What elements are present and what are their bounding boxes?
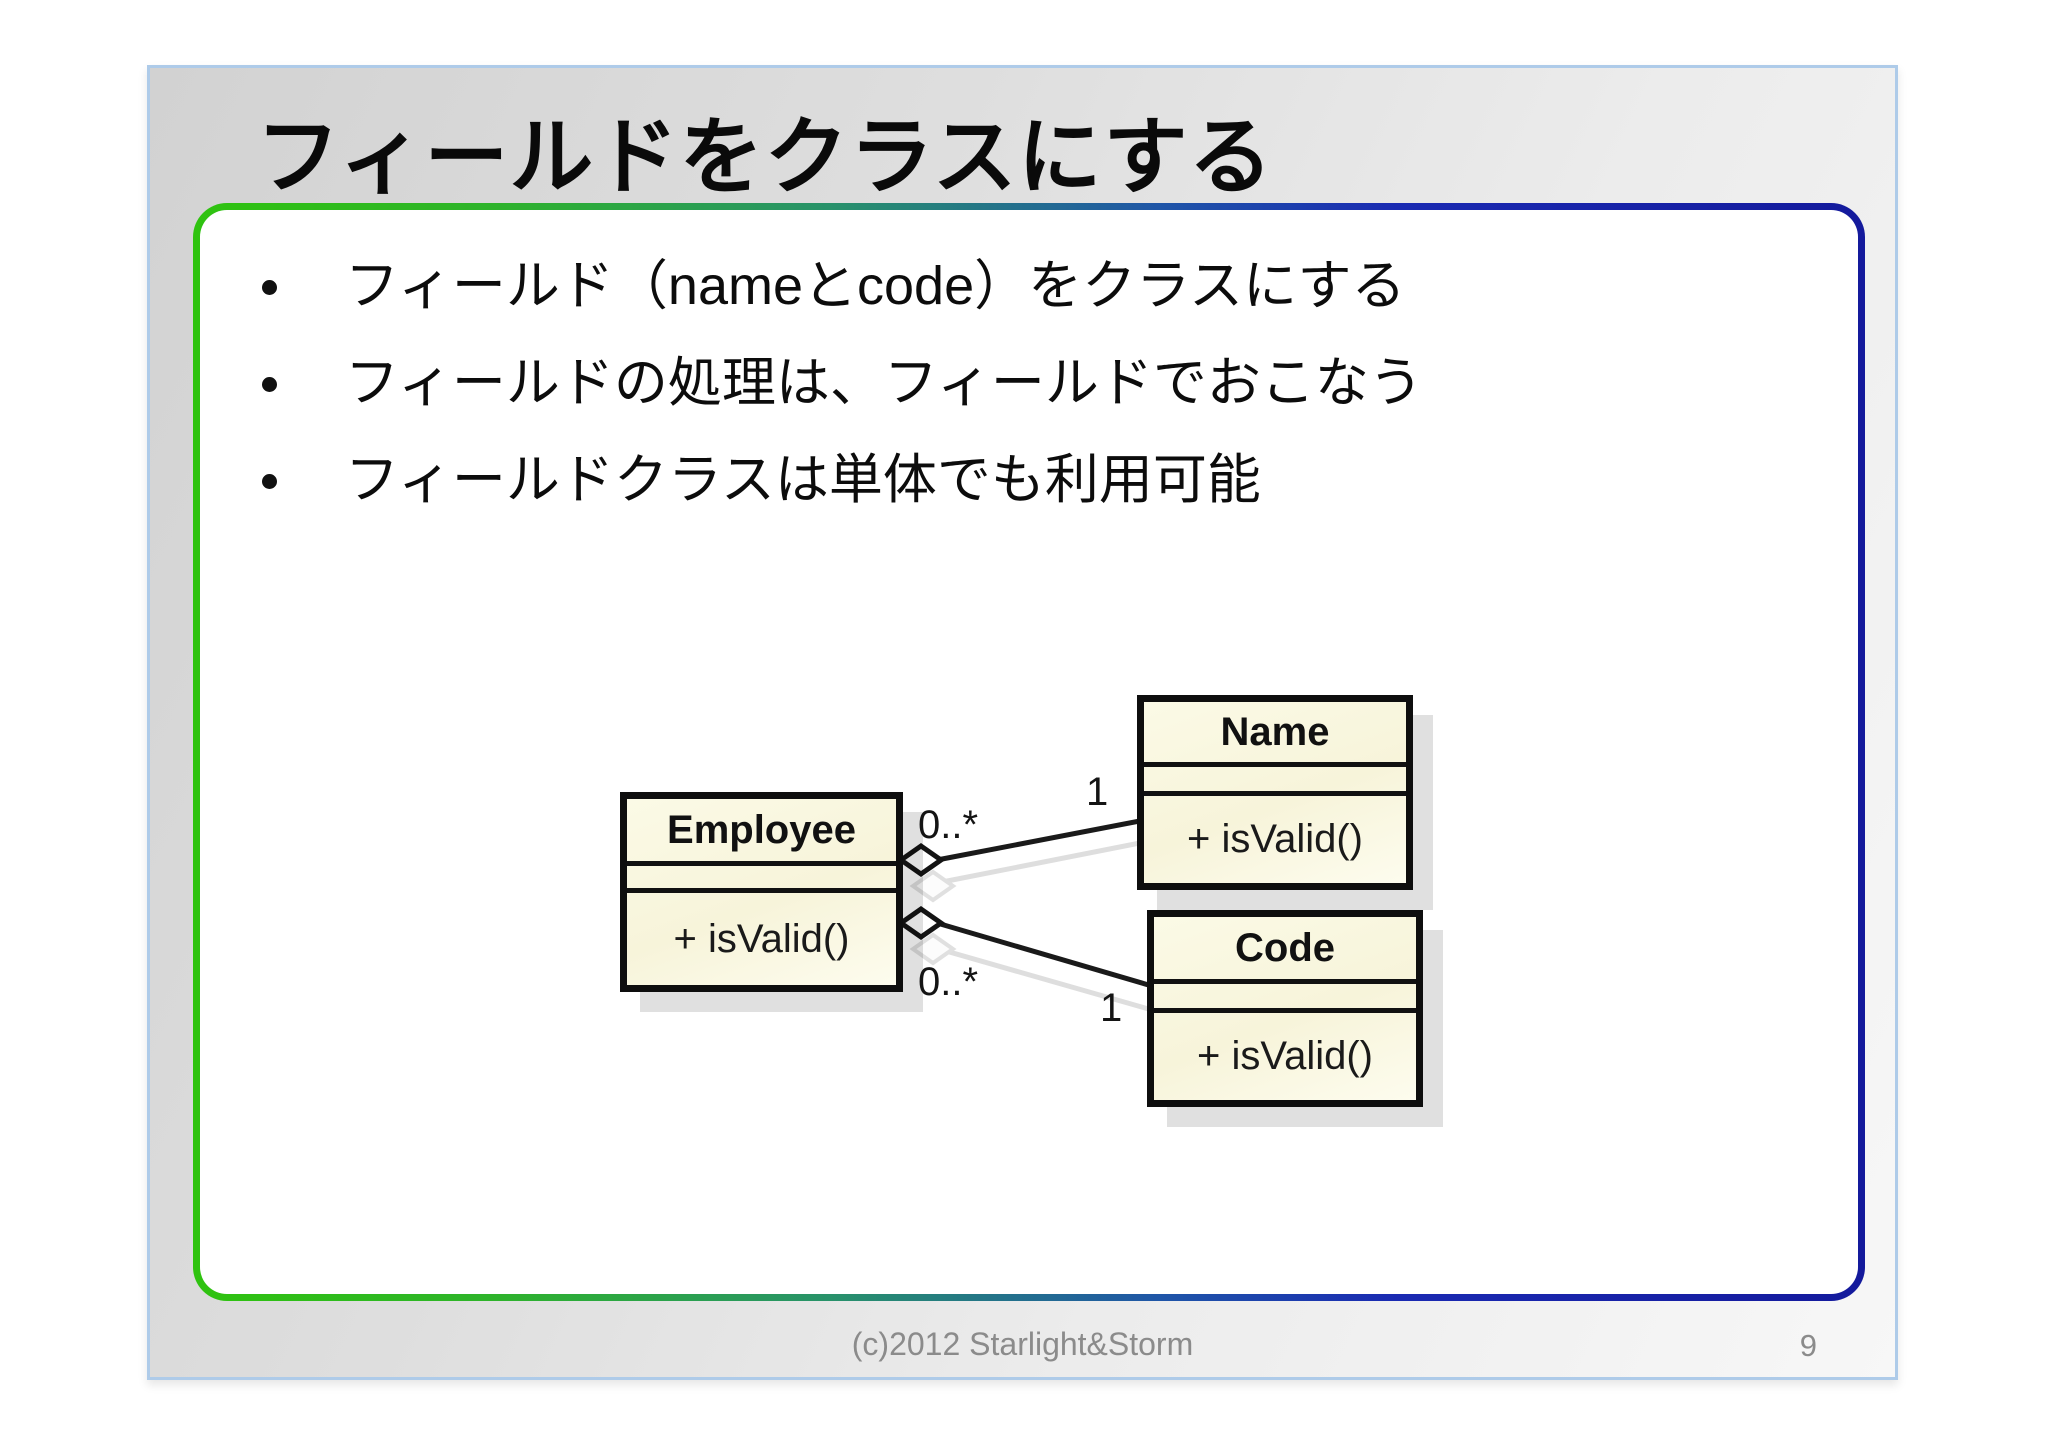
association-line-shadow bbox=[931, 839, 1146, 887]
class-name: Code bbox=[1154, 917, 1416, 984]
page-number: 9 bbox=[1799, 1328, 1817, 1363]
footer-copyright: (c)2012 Starlight&Storm bbox=[851, 1326, 1194, 1362]
association-line bbox=[936, 920, 1153, 989]
uml-class-name: Name + isValid() bbox=[1137, 695, 1413, 890]
multiplicity-label: 0..* bbox=[918, 803, 979, 847]
aggregation-diamond-shadow bbox=[909, 869, 957, 903]
aggregation-diamond-shadow bbox=[909, 932, 957, 966]
content-panel-border: フィールド（nameとcode）をクラスにする フィールドの処理は、フィールドで… bbox=[193, 203, 1865, 1301]
class-attributes bbox=[627, 866, 896, 893]
class-operations: + isValid() bbox=[1197, 1034, 1373, 1078]
bullet-item: フィールドクラスは単体でも利用可能 bbox=[200, 432, 1858, 529]
multiplicity-label: 0..* bbox=[918, 960, 979, 1004]
bullet-item: フィールド（nameとcode）をクラスにする bbox=[200, 238, 1858, 335]
class-attributes bbox=[1144, 767, 1406, 796]
class-name: Name bbox=[1144, 702, 1406, 767]
class-operations: + isValid() bbox=[1187, 817, 1363, 861]
multiplicity-label: 1 bbox=[1086, 770, 1109, 814]
association-line-shadow bbox=[931, 944, 1153, 1013]
class-name: Employee bbox=[627, 799, 896, 866]
uml-class-employee: Employee + isValid() bbox=[620, 792, 903, 992]
class-operations: + isValid() bbox=[673, 916, 850, 961]
multiplicity-label: 1 bbox=[1100, 986, 1123, 1030]
slide: フィールドをクラスにする フィールド（nameとcode）をクラスにする フィー… bbox=[147, 65, 1898, 1380]
class-attributes bbox=[1154, 984, 1416, 1013]
content-panel: フィールド（nameとcode）をクラスにする フィールドの処理は、フィールドで… bbox=[200, 210, 1858, 1294]
association-lines bbox=[896, 817, 1153, 1013]
bullet-item: フィールドの処理は、フィールドでおこなう bbox=[200, 335, 1858, 432]
bullet-list: フィールド（nameとcode）をクラスにする フィールドの処理は、フィールドで… bbox=[200, 238, 1858, 529]
uml-diagram: Employee + isValid() Name + isValid() Co… bbox=[600, 670, 1480, 1140]
aggregation-diamond-icon bbox=[896, 842, 946, 878]
uml-class-code: Code + isValid() bbox=[1147, 910, 1423, 1107]
association-line bbox=[936, 817, 1146, 863]
page-title: フィールドをクラスにする bbox=[256, 110, 1274, 204]
aggregation-diamond-icon bbox=[896, 905, 946, 941]
